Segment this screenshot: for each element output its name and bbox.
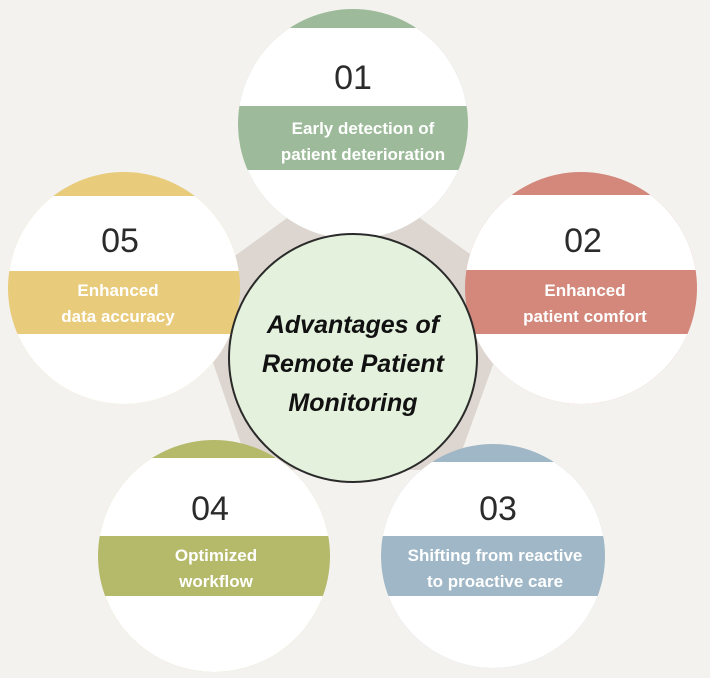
item-label-line-2: patient deterioration [281,145,445,164]
item-white-band-top [238,28,468,106]
item-white-band-top [465,195,697,270]
item-number: 03 [479,490,517,528]
item-number: 01 [334,59,372,97]
item-label-line-2: to proactive care [427,572,563,591]
item-white-band-bottom [98,596,330,672]
item-white-band-bottom [465,334,697,404]
item-label-line-2: patient comfort [523,307,647,326]
item-number: 04 [191,490,229,528]
center-hub: Advantages of Remote Patient Monitoring [228,233,478,483]
advantage-item-05: 05 Enhanced data accuracy [8,172,240,404]
item-number: 02 [564,222,602,260]
item-label-line-1: Enhanced [77,281,158,300]
advantage-item-03: 03 Shifting from reactive to proactive c… [381,444,605,668]
item-white-band-top [381,462,605,536]
item-label-line-1: Enhanced [544,281,625,300]
center-title-line-2: Remote Patient [262,350,446,378]
advantage-item-04: 04 Optimized workflow [98,440,330,672]
advantage-item-02: 02 Enhanced patient comfort [465,172,697,404]
center-circle [228,233,478,483]
item-label-line-2: workflow [178,572,253,591]
item-number: 05 [101,222,139,260]
item-label-line-1: Early detection of [292,119,435,138]
item-label-line-1: Optimized [175,546,257,565]
item-white-band-bottom [8,334,240,404]
item-label-line-2: data accuracy [61,307,175,326]
item-white-band-top [98,458,330,536]
center-title-line-3: Monitoring [288,389,417,417]
item-white-band-top [8,196,240,271]
item-label-line-1: Shifting from reactive [408,546,583,565]
item-white-band-bottom [381,596,605,668]
advantage-item-01: 01 Early detection of patient deteriorat… [238,9,468,239]
center-title-line-1: Advantages of [266,311,442,339]
